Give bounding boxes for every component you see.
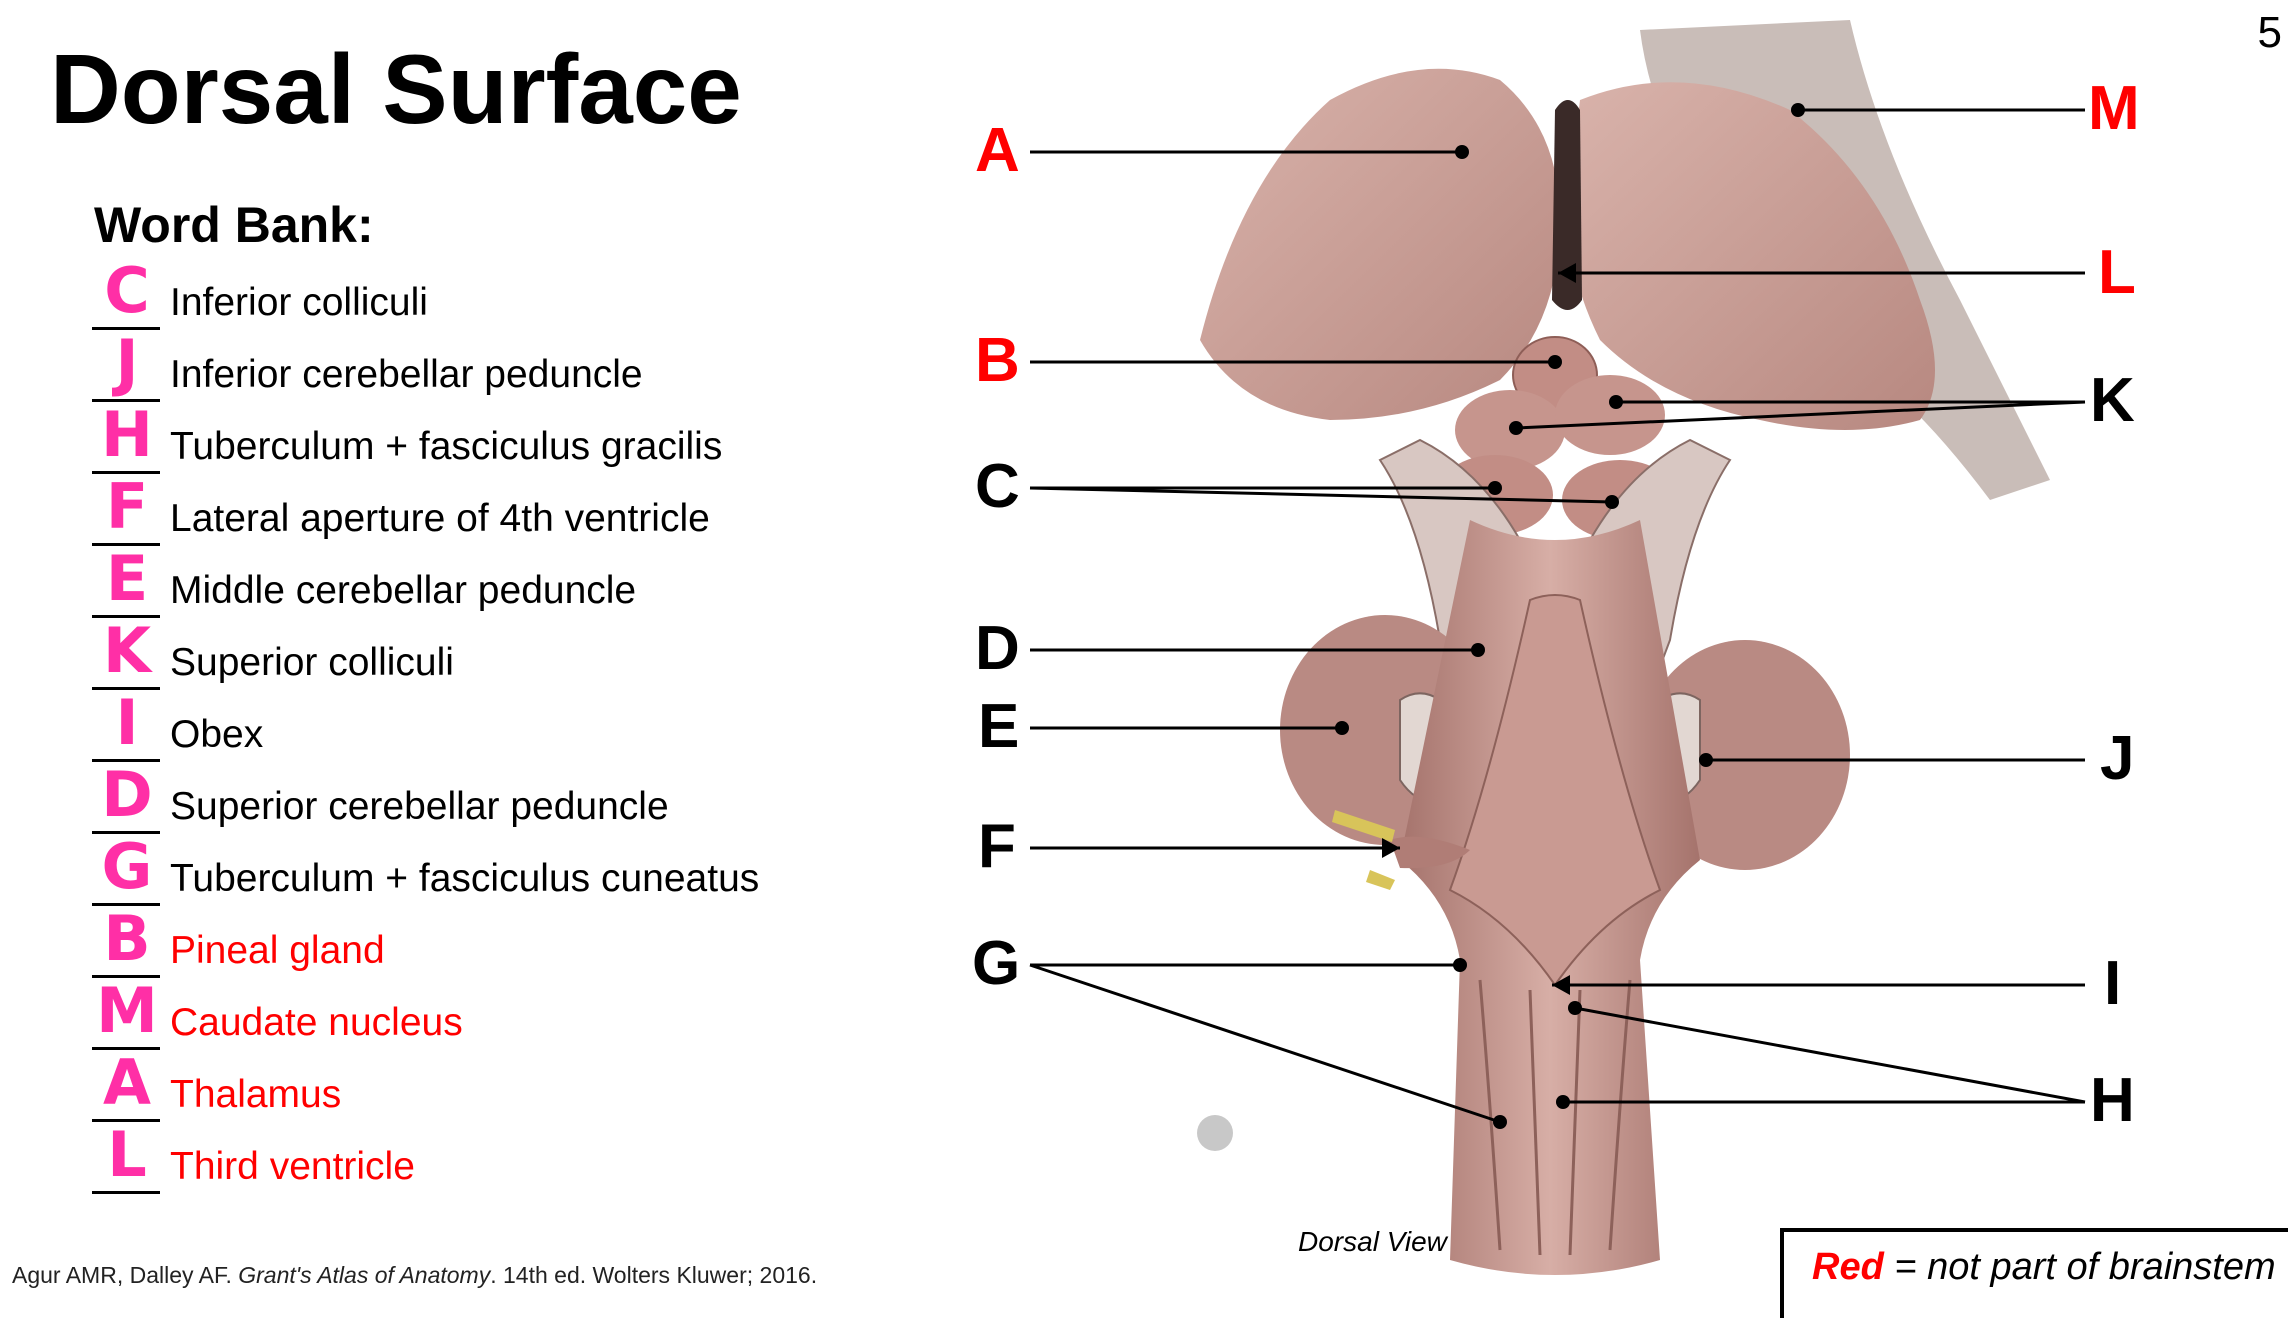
answer-blank[interactable] — [92, 759, 160, 762]
fasciculi-lines — [1478, 979, 1632, 1256]
handwritten-answer: I — [115, 686, 139, 759]
page-number: 5 — [2257, 8, 2282, 57]
word-bank-term: Inferior cerebellar peduncle — [170, 353, 643, 396]
label-g: G — [972, 929, 1021, 998]
handwritten-answer: M — [96, 974, 158, 1047]
arrowhead-i — [1552, 975, 1570, 995]
word-bank-term: Third ventricle — [170, 1145, 415, 1188]
superior-colliculus-right-shape — [1555, 375, 1665, 455]
thalamus-left-shape — [1200, 68, 1560, 420]
label-h: H — [2090, 1066, 2135, 1135]
label-d: D — [975, 614, 1020, 683]
handwritten-answer: C — [104, 254, 150, 327]
label-b: B — [975, 326, 1020, 395]
handwritten-answer: K — [102, 614, 152, 687]
word-bank-term: Obex — [170, 713, 264, 756]
handwritten-answer: H — [101, 398, 153, 471]
answer-blank[interactable] — [92, 1191, 160, 1194]
answer-blank[interactable] — [92, 687, 160, 690]
leader-lines — [1029, 108, 2086, 1124]
word-bank-heading: Word Bank: — [94, 197, 374, 253]
answer-blank[interactable] — [92, 471, 160, 474]
handwritten-answer: A — [103, 1046, 151, 1119]
citation-book: Grant's Atlas of Anatomy — [238, 1262, 491, 1288]
citation-authors: Agur AMR, Dalley AF. — [12, 1262, 239, 1288]
word-bank-term: Middle cerebellar peduncle — [170, 569, 637, 612]
fourth-ventricle-floor — [1448, 594, 1662, 987]
legend-box — [1780, 1228, 2288, 1318]
third-ventricle-shape — [1552, 100, 1582, 310]
answer-blank[interactable] — [92, 903, 160, 906]
label-c: C — [975, 452, 1020, 521]
handwritten-answer: L — [107, 1118, 147, 1191]
handwritten-answer: F — [105, 470, 149, 543]
word-bank-term: Tuberculum + fasciculus gracilis — [170, 425, 723, 468]
answer-blank[interactable] — [92, 615, 160, 618]
legend-rest: = not part of brainstem — [1883, 1246, 2276, 1288]
label-i: I — [2104, 949, 2122, 1018]
page-title: Dorsal Surface — [50, 34, 742, 144]
handwritten-answer: E — [105, 542, 149, 615]
nerve-root-yellow — [1332, 810, 1395, 842]
word-bank-term: Superior colliculi — [170, 641, 454, 684]
word-bank-term: Tuberculum + fasciculus cuneatus — [170, 857, 760, 900]
word-bank-term: Lateral aperture of 4th ventricle — [170, 497, 710, 540]
arrowhead-f — [1382, 838, 1400, 858]
label-m: M — [2088, 74, 2140, 143]
handwritten-answer: D — [101, 758, 153, 831]
handwritten-answer: J — [115, 326, 139, 399]
word-bank-term: Caudate nucleus — [170, 1001, 463, 1044]
word-bank-term: Pineal gland — [170, 929, 385, 972]
lateral-aperture-shape — [1390, 836, 1470, 869]
arrowhead-l — [1558, 263, 1576, 283]
answer-blank[interactable] — [92, 1119, 160, 1122]
answer-blank[interactable] — [92, 831, 160, 834]
answer-blank[interactable] — [92, 1047, 160, 1050]
citation-rest: . 14th ed. Wolters Kluwer; 2016. — [490, 1262, 818, 1288]
legend-red-word: Red — [1812, 1246, 1884, 1288]
answer-blank[interactable] — [92, 327, 160, 330]
word-bank-term: Superior cerebellar peduncle — [170, 785, 669, 828]
image-caption: Dorsal View — [1298, 1226, 1447, 1257]
handwritten-answer: B — [103, 902, 151, 975]
answer-blank[interactable] — [92, 975, 160, 978]
word-bank-term: Thalamus — [170, 1073, 342, 1116]
label-e: E — [978, 692, 1020, 761]
word-bank-term: Inferior colliculi — [170, 281, 428, 324]
citation: Agur AMR, Dalley AF. Grant's Atlas of An… — [12, 1262, 817, 1289]
answer-blank[interactable] — [92, 399, 160, 402]
label-j: J — [2100, 724, 2135, 793]
grey-dot — [1197, 1115, 1233, 1151]
label-a: A — [975, 116, 1020, 185]
label-l: L — [2098, 238, 2136, 307]
thalamus-right-shape — [1568, 82, 1935, 430]
label-k: K — [2090, 366, 2135, 435]
handwritten-answer: G — [101, 830, 153, 903]
nerve-root-yellow-2 — [1366, 870, 1395, 890]
legend-text: Red = not part of brainstem — [1812, 1246, 2276, 1289]
answer-blank[interactable] — [92, 543, 160, 546]
leader-dots — [1335, 103, 1805, 1129]
label-f: F — [978, 812, 1016, 881]
